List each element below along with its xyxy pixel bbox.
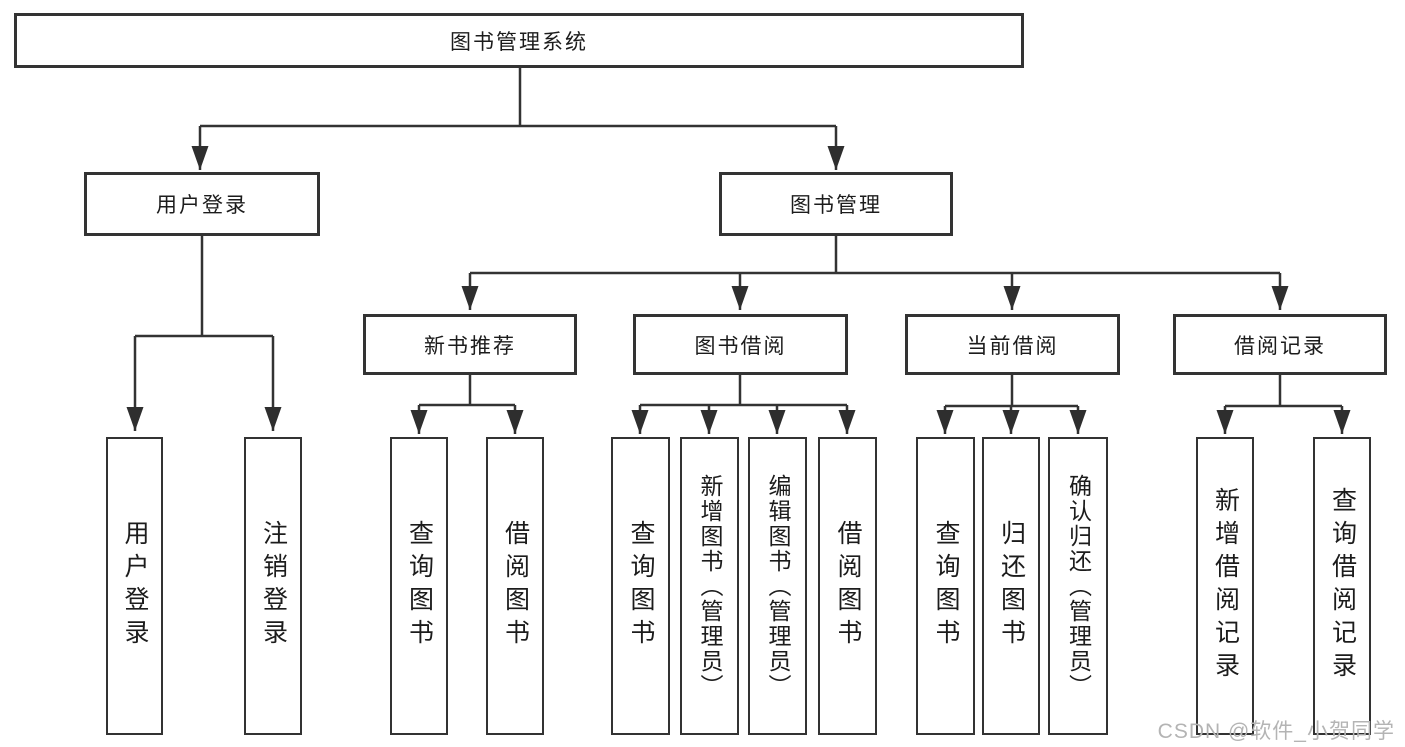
node-label: 借阅图书 — [834, 520, 862, 652]
node-label: 用户登录 — [156, 194, 248, 217]
node-label: 查询借阅记录 — [1328, 487, 1357, 685]
node-label: 查询图书 — [405, 520, 434, 652]
leaf-bb-query-books: 查询图书 — [611, 437, 670, 735]
node-label: 用户登录 — [121, 520, 149, 652]
node-label: 图书借阅 — [694, 334, 787, 358]
node-label: 归还图书 — [997, 520, 1026, 652]
node-label: 当前借阅 — [966, 334, 1059, 358]
node-user-login: 用户登录 — [84, 172, 320, 236]
leaf-user-login: 用户登录 — [106, 437, 163, 735]
node-book-management: 图书管理 — [719, 172, 953, 236]
leaf-cb-confirm-return-admin: 确认归还（管理员） — [1048, 437, 1108, 735]
leaf-br-add-record: 新增借阅记录 — [1196, 437, 1254, 735]
node-label: 借阅图书 — [501, 520, 530, 652]
leaf-logout: 注销登录 — [244, 437, 302, 735]
node-new-book-recommend: 新书推荐 — [363, 314, 577, 375]
node-label: 查询图书 — [627, 520, 655, 652]
node-label: 注销登录 — [259, 520, 288, 652]
node-current-borrow: 当前借阅 — [905, 314, 1120, 375]
leaf-nb-query-books: 查询图书 — [390, 437, 448, 735]
node-borrow-records: 借阅记录 — [1173, 314, 1387, 375]
node-label: 图书管理系统 — [450, 30, 588, 54]
node-label: 借阅记录 — [1234, 334, 1326, 358]
node-label: 编辑图书（管理员） — [765, 473, 791, 699]
node-label: 确认归还（管理员） — [1065, 473, 1092, 699]
leaf-cb-return-books: 归还图书 — [982, 437, 1040, 735]
node-label: 新增借阅记录 — [1211, 487, 1240, 685]
node-root: 图书管理系统 — [14, 13, 1024, 68]
node-label: 新增图书（管理员） — [697, 473, 723, 699]
leaf-nb-borrow-books: 借阅图书 — [486, 437, 544, 735]
node-book-borrow: 图书借阅 — [633, 314, 848, 375]
leaf-bb-add-books-admin: 新增图书（管理员） — [680, 437, 739, 735]
leaf-br-query-record: 查询借阅记录 — [1313, 437, 1371, 735]
leaf-bb-edit-books-admin: 编辑图书（管理员） — [748, 437, 807, 735]
leaf-cb-query-books: 查询图书 — [916, 437, 975, 735]
node-label: 图书管理 — [790, 194, 882, 217]
node-label: 新书推荐 — [424, 334, 516, 358]
csdn-watermark: CSDN @软件_小贺同学 — [1157, 720, 1395, 743]
node-label: 查询图书 — [932, 520, 960, 652]
leaf-bb-borrow-books: 借阅图书 — [818, 437, 877, 735]
